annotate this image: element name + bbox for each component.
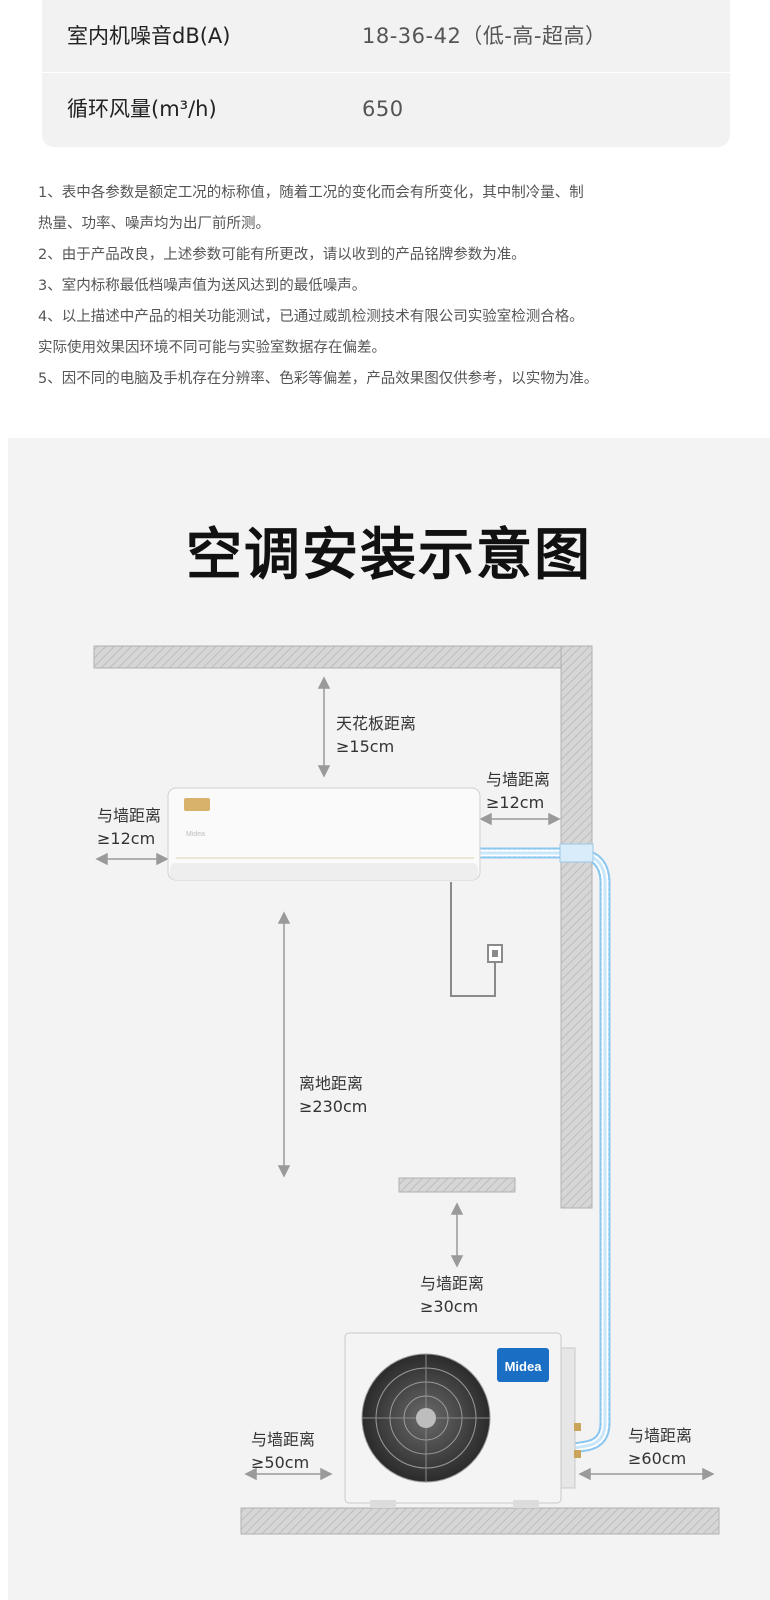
outdoor-left-arrow xyxy=(244,1467,333,1481)
diagram-art: Midea Midea xyxy=(93,645,720,1535)
note-line: 3、室内标称最低档噪声值为送风达到的最低噪声。 xyxy=(38,278,367,294)
spec-value: 18-36-42（低-高-超高） xyxy=(362,24,607,48)
note-line: 2、由于产品改良，上述参数可能有所更改，请以收到的产品铭牌参数为准。 xyxy=(38,247,526,263)
outdoor-right-distance-label: 与墙距离 ≥60cm xyxy=(628,1424,692,1470)
label-name: 与墙距离 xyxy=(97,806,162,825)
wall-pipe-sleeve xyxy=(559,843,594,863)
label-name: 离地距离 xyxy=(299,1074,364,1093)
ceiling-distance-label: 天花板距离 ≥15cm xyxy=(336,712,416,758)
spec-row: 室内机噪音dB(A) 18-36-42（低-高-超高） xyxy=(42,0,730,73)
outdoor-right-arrow xyxy=(578,1467,715,1481)
label-name: 与墙距离 xyxy=(628,1426,693,1445)
label-value: ≥50cm xyxy=(251,1453,310,1472)
brand-logo: Midea xyxy=(505,1359,543,1374)
outdoor-top-distance-label: 与墙距离 ≥30cm xyxy=(420,1272,484,1318)
label-name: 与墙距离 xyxy=(486,770,551,789)
note-line: 实际使用效果因环境不同可能与实验室数据存在偏差。 xyxy=(38,340,386,356)
notes: 1、表中各参数是额定工况的标称值，随着工况的变化而会有所变化，其中制冷量、制 热… xyxy=(38,178,738,395)
row-divider xyxy=(42,72,730,73)
label-value: ≥30cm xyxy=(420,1297,479,1316)
label-name: 与墙距离 xyxy=(420,1274,485,1293)
svg-text:Midea: Midea xyxy=(186,831,205,838)
note-line: 5、因不同的电脑及手机存在分辨率、色彩等偏差，产品效果图仅供参考，以实物为准。 xyxy=(38,371,599,387)
label-value: ≥230cm xyxy=(299,1097,368,1116)
label-value: ≥15cm xyxy=(336,737,395,756)
note-line: 热量、功率、噪声均为出厂前所测。 xyxy=(38,216,270,232)
spec-label: 室内机噪音dB(A) xyxy=(67,24,231,48)
spec-label: 循环风量(m³/h) xyxy=(67,97,217,121)
label-value: ≥12cm xyxy=(486,793,545,812)
label-name: 天花板距离 xyxy=(336,714,417,733)
indoor-left-distance-label: 与墙距离 ≥12cm xyxy=(97,804,161,850)
outdoor-top-arrow xyxy=(450,1202,464,1268)
outdoor-unit: Midea xyxy=(344,1332,581,1508)
floor-distance-arrow xyxy=(277,911,291,1178)
label-value: ≥12cm xyxy=(97,829,156,848)
outdoor-left-distance-label: 与墙距离 ≥50cm xyxy=(251,1428,315,1474)
indoor-left-arrow xyxy=(95,852,169,866)
spec-value: 650 xyxy=(362,97,404,121)
indoor-right-arrow xyxy=(479,812,561,826)
diagram-title: 空调安装示意图 xyxy=(186,523,592,588)
spec-table: 室内机噪音dB(A) 18-36-42（低-高-超高） 循环风量(m³/h) 6… xyxy=(42,0,730,147)
label-value: ≥60cm xyxy=(628,1449,687,1468)
indoor-right-distance-label: 与墙距离 ≥12cm xyxy=(486,768,550,814)
ceiling-wall xyxy=(93,645,593,669)
label-name: 与墙距离 xyxy=(251,1430,316,1449)
ceiling-distance-arrow xyxy=(317,676,331,778)
installation-diagram: 空调安装示意图 xyxy=(8,438,770,1600)
indoor-unit: Midea xyxy=(167,787,481,881)
note-line: 4、以上描述中产品的相关功能测试，已通过威凯检测技术有限公司实验室检测合格。 xyxy=(38,309,584,325)
drain-pipe xyxy=(450,882,503,997)
ground-slab xyxy=(240,1507,720,1535)
outdoor-roof xyxy=(398,1177,516,1193)
spec-row: 循环风量(m³/h) 650 xyxy=(42,73,730,147)
right-wall xyxy=(560,645,593,1209)
floor-distance-label: 离地距离 ≥230cm xyxy=(299,1072,367,1118)
note-line: 1、表中各参数是额定工况的标称值，随着工况的变化而会有所变化，其中制冷量、制 xyxy=(38,185,584,201)
